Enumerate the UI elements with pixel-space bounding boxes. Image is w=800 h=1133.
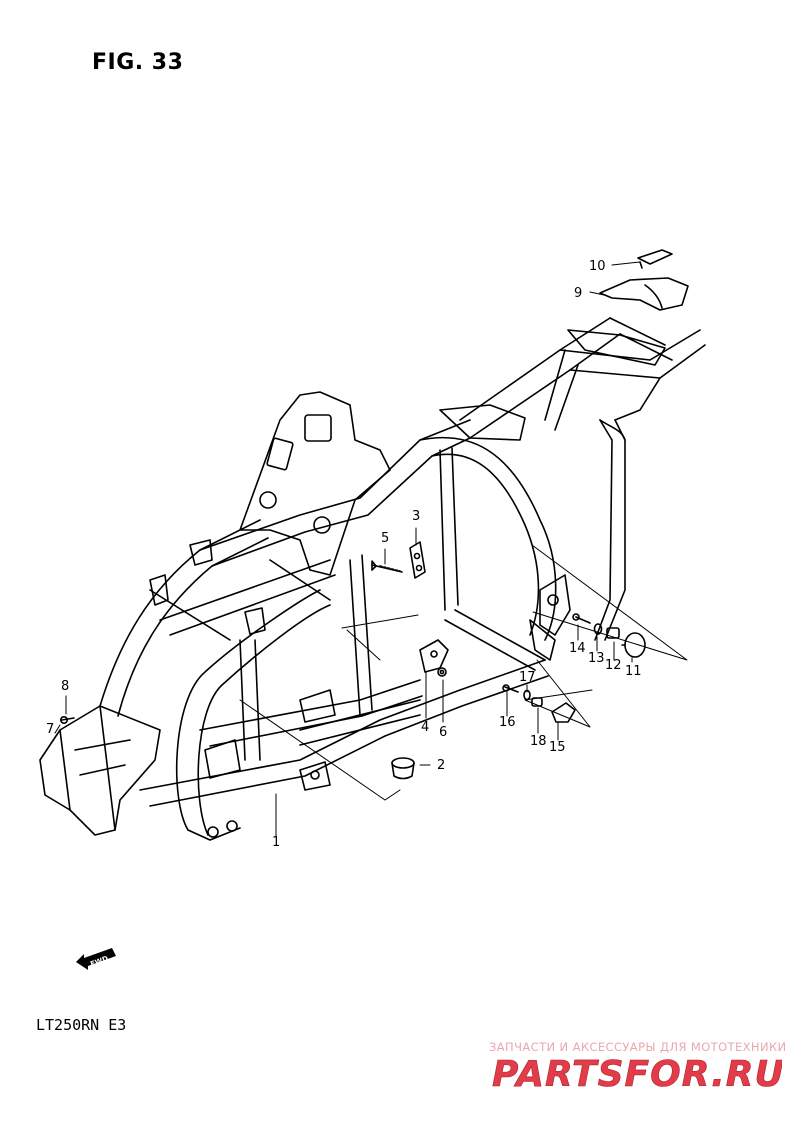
bolt-part-14 bbox=[572, 613, 591, 624]
bolt-part-16 bbox=[502, 684, 519, 693]
cushion-part-11 bbox=[621, 632, 646, 658]
callout-1: 1 bbox=[272, 835, 280, 850]
callout-8: 8 bbox=[61, 679, 69, 694]
callout-16: 16 bbox=[499, 715, 516, 730]
leader-lines bbox=[54, 261, 688, 837]
figure-title: FIG. 33 bbox=[92, 50, 184, 75]
callout-labels: 1 2 3 4 5 6 7 8 9 10 11 12 13 14 15 16 1… bbox=[46, 259, 642, 850]
watermark-tagline: ЗАПЧАСТИ И АКСЕССУАРЫ ДЛЯ МОТОТЕХНИКИ bbox=[489, 1040, 787, 1054]
callout-14: 14 bbox=[569, 641, 586, 656]
callout-12: 12 bbox=[605, 658, 622, 673]
callout-6: 6 bbox=[439, 725, 447, 740]
washer-part-13 bbox=[593, 623, 603, 635]
model-code: LT250RN E3 bbox=[36, 1016, 127, 1034]
nut-part-6 bbox=[437, 667, 447, 677]
fwd-arrow-icon: FWD bbox=[76, 948, 116, 970]
bolt-part-5 bbox=[371, 560, 403, 573]
plate-part-4 bbox=[419, 639, 449, 673]
screw-part-8 bbox=[59, 715, 75, 724]
rear-guard-part bbox=[599, 277, 689, 311]
callout-10: 10 bbox=[589, 259, 606, 274]
watermark-logo: PARTSFOR.RU bbox=[492, 1054, 782, 1094]
bracket-part-3 bbox=[409, 541, 426, 579]
cushion-part-15 bbox=[551, 702, 576, 723]
callout-17: 17 bbox=[519, 670, 536, 685]
callout-18: 18 bbox=[530, 734, 547, 749]
collar-part-12 bbox=[606, 627, 620, 639]
callout-5: 5 bbox=[381, 531, 389, 546]
watermark-logo-text: PARTSFOR.RU bbox=[492, 1054, 782, 1094]
bushing-part-2 bbox=[391, 757, 415, 780]
callout-15: 15 bbox=[549, 740, 566, 755]
skid-plate-part bbox=[39, 705, 161, 836]
callout-11: 11 bbox=[625, 664, 642, 679]
clip-part bbox=[637, 249, 673, 269]
callout-7: 7 bbox=[46, 722, 54, 737]
callout-4: 4 bbox=[421, 720, 429, 735]
callout-3: 3 bbox=[412, 509, 420, 524]
callout-9: 9 bbox=[574, 286, 582, 301]
callout-13: 13 bbox=[588, 651, 605, 666]
callout-2: 2 bbox=[437, 758, 445, 773]
frame-assembly bbox=[99, 317, 706, 841]
